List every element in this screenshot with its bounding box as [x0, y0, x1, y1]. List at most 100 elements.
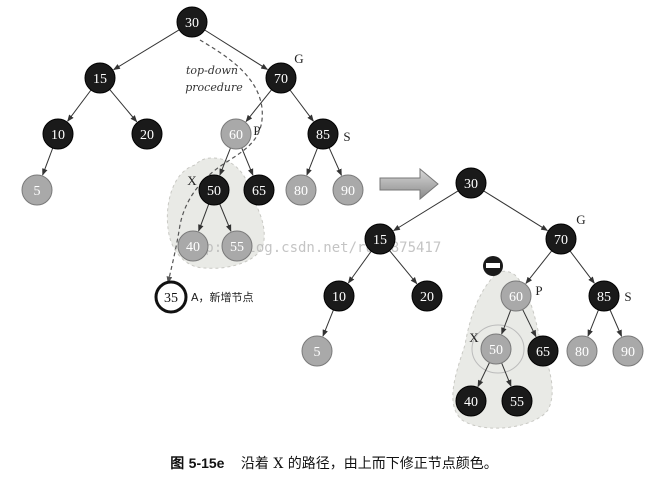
right-edge-50-55: [501, 362, 512, 387]
left-node-circle-10: [42, 118, 74, 150]
left-node-label-5: 5: [34, 184, 41, 199]
new-node-label: A，新增节点: [191, 290, 254, 304]
left-node-label-80: 80: [294, 184, 308, 199]
right-edge-60-50: [501, 309, 512, 335]
left-node-label-55: 55: [230, 240, 244, 255]
caption-figure-number: 5-15e: [188, 455, 225, 471]
right-node-tag-X: X: [469, 330, 479, 345]
right-node-circle-85: [588, 280, 620, 312]
right-node-label-40: 40: [464, 395, 478, 410]
annotation-line-1: top-down: [186, 64, 238, 77]
right-node-label-80: 80: [575, 345, 589, 360]
right-node-tag-G: G: [576, 212, 585, 227]
right-node-circle-50: [480, 333, 512, 365]
right-node-label-70: 70: [554, 233, 568, 248]
left-node-label-85: 85: [316, 128, 330, 143]
left-edge-70-60: [245, 89, 272, 123]
left-edge-70-85: [289, 89, 314, 122]
right-node-circle-55: [501, 385, 533, 417]
right-edge-85-80: [587, 309, 599, 337]
left-node-85: 85 S: [307, 118, 351, 150]
left-edge-50-40: [198, 203, 210, 232]
right-node-50: 50X: [469, 330, 512, 365]
left-node-circle-20: [131, 118, 163, 150]
right-node-80: 80: [566, 335, 598, 367]
left-edge-85-80: [306, 147, 318, 176]
left-edge-15-10: [67, 89, 92, 122]
right-node-10: 10: [323, 280, 355, 312]
left-node-label-30: 30: [185, 16, 199, 31]
right-node-circle-60: [500, 280, 532, 312]
left-node-label-10: 10: [51, 128, 65, 143]
right-edge-15-20: [389, 250, 418, 285]
left-node-circle-15: [84, 62, 116, 94]
right-edge-15-10: [347, 250, 372, 284]
left-node-label-40: 40: [186, 240, 200, 255]
left-node-65: 65: [243, 174, 275, 206]
right-node-circle-5: [301, 335, 333, 367]
right-node-circle-20: [411, 280, 443, 312]
left-edge-10-5: [42, 147, 54, 176]
focus-ring-x: [471, 324, 525, 374]
right-node-label-20: 20: [420, 290, 434, 305]
right-node-circle-70: [545, 223, 577, 255]
left-node-label-90: 90: [341, 184, 355, 199]
left-edge-60-65: [241, 147, 254, 176]
right-node-label-10: 10: [332, 290, 346, 305]
right-node-5: 5: [301, 335, 333, 367]
right-node-55: 55: [501, 385, 533, 417]
left-node-20: 20: [131, 118, 163, 150]
left-node-label-60: 60: [229, 128, 243, 143]
left-node-10: 10: [42, 118, 74, 150]
right-node-circle-10: [323, 280, 355, 312]
right-node-85: 85 S: [588, 280, 632, 312]
right-edge-10-5: [322, 309, 334, 337]
left-node-label-35: 35: [164, 291, 178, 306]
right-edge-50-40: [477, 362, 490, 388]
left-node-tag-S: S: [343, 129, 350, 144]
left-node-circle-70: [265, 62, 297, 94]
right-node-label-60: 60: [509, 290, 523, 305]
left-node-circle-90: [332, 174, 364, 206]
left-node-70: 70G: [265, 51, 304, 94]
left-edge-85-90: [328, 147, 342, 177]
caption-prefix: 图: [170, 455, 185, 471]
right-node-label-85: 85: [597, 290, 611, 305]
right-edge-70-85: [569, 250, 595, 284]
right-node-circle-90: [612, 335, 644, 367]
right-node-65: 65: [527, 335, 559, 367]
left-edge-30-15: [113, 29, 180, 71]
left-node-circle-85: [307, 118, 339, 150]
right-edge-30-70: [483, 190, 549, 231]
right-node-15: 15: [364, 223, 396, 255]
right-node-circle-80: [566, 335, 598, 367]
transition-arrow: [379, 167, 439, 201]
left-node-tag-P: P: [253, 123, 260, 138]
left-node-5: 5: [21, 174, 53, 206]
right-node-90: 90: [612, 335, 644, 367]
left-node-60: 60 P: [220, 118, 261, 150]
left-node-circle-65: [243, 174, 275, 206]
left-node-15: 15: [84, 62, 116, 94]
right-edge-30-15: [393, 190, 459, 232]
right-node-label-90: 90: [621, 345, 635, 360]
left-edge-15-20: [109, 89, 138, 123]
left-node-35: 35: [154, 280, 188, 314]
left-node-tag-G: G: [294, 51, 303, 66]
right-node-tag-S: S: [624, 289, 631, 304]
left-node-circle-60: [220, 118, 252, 150]
left-node-90: 90: [332, 174, 364, 206]
annotation-line-2: procedure: [185, 81, 243, 94]
left-node-tag-X: X: [187, 173, 197, 188]
left-edge-50-55: [219, 203, 232, 232]
left-node-label-50: 50: [207, 184, 221, 199]
right-node-circle-40: [455, 385, 487, 417]
left-node-55: 55: [221, 230, 253, 262]
right-node-60: 60 P: [500, 280, 543, 312]
right-node-tag-P: P: [535, 283, 542, 298]
top-down-path: [166, 39, 263, 284]
right-node-label-30: 30: [464, 177, 478, 192]
left-edge-30-70: [204, 29, 269, 70]
right-node-circle-15: [364, 223, 396, 255]
